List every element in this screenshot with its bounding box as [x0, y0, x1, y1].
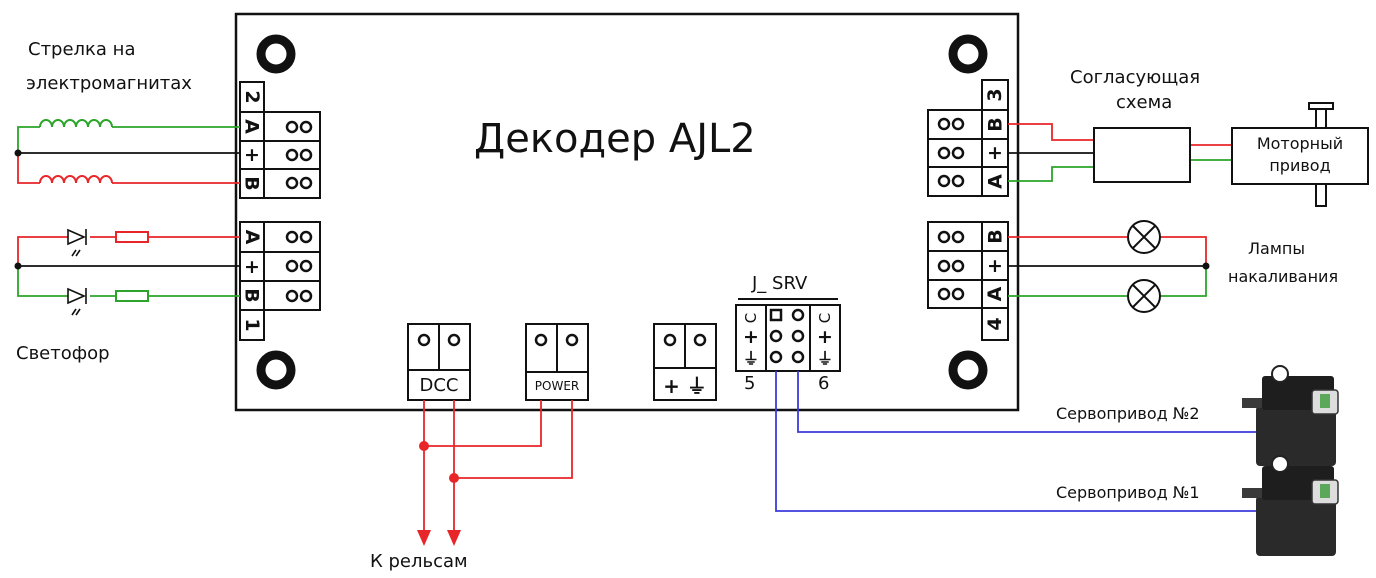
- port-4-number: 4: [984, 317, 1006, 331]
- port-2-number: 2: [241, 90, 263, 104]
- lamps-wiring: [1008, 236, 1210, 297]
- pin-b-label: B: [984, 229, 1006, 244]
- power-label: POWER: [534, 379, 580, 393]
- coil-icon: [39, 119, 113, 128]
- pin-b-label: B: [241, 288, 263, 303]
- jumper-num-6: 6: [818, 373, 830, 394]
- dcc-label: DCC: [419, 374, 459, 396]
- motor-drive-box: [1231, 102, 1369, 207]
- motor-wiring: [1008, 123, 1232, 182]
- jumper-num-5: 5: [744, 373, 756, 394]
- traffic-light-label: Светофор: [16, 343, 110, 364]
- pin-a-label: A: [241, 229, 263, 245]
- matching-circuit-label: Согласующая: [1070, 67, 1201, 88]
- traffic-light-wiring: [14, 236, 240, 297]
- mounting-hole-icon: [256, 350, 296, 390]
- to-rails-label: К рельсам: [370, 551, 468, 572]
- pin-plus-label: +: [987, 142, 1003, 164]
- board-title: Декодер AJL2: [474, 116, 756, 162]
- lamp-icon: [1127, 279, 1161, 313]
- pin-b-label: B: [984, 117, 1006, 132]
- port-1-number: 1: [241, 318, 263, 332]
- ground-icon: ⏚: [742, 349, 759, 368]
- servo-wiring: [775, 371, 1258, 512]
- power-connector: [525, 323, 589, 401]
- turnout-label-line2: электромагнитах: [26, 73, 192, 94]
- dcc-connector: [407, 323, 471, 401]
- servo1-label: Сервопривод №1: [1056, 483, 1200, 502]
- mounting-hole-icon: [256, 34, 296, 74]
- connector-port-1: [239, 221, 321, 341]
- coil-icon: [39, 175, 113, 184]
- matching-circuit-box: [1093, 127, 1191, 183]
- turnout-wiring: [14, 126, 240, 184]
- resistor-icon: [115, 290, 149, 302]
- decoder-board: [234, 12, 1020, 412]
- matching-circuit-label-line2: схема: [1116, 92, 1173, 113]
- jumper-plus-left: +: [743, 326, 759, 348]
- motor-drive-label: Моторный: [1256, 134, 1344, 153]
- connector-port-2: [239, 81, 321, 199]
- ground-connector: [653, 323, 717, 401]
- pin-plus-label: +: [244, 144, 260, 166]
- pin-plus-label: +: [244, 255, 260, 278]
- ground-icon: ⏚: [816, 349, 833, 368]
- led-icon: [67, 228, 87, 257]
- ground-label: + ⏚: [663, 373, 707, 398]
- turnout-label: Стрелка на: [28, 39, 136, 60]
- pin-a-label: A: [241, 119, 263, 134]
- servo2-label: Сервопривод №2: [1056, 404, 1200, 423]
- jumper-label: J_ SRV: [752, 273, 808, 294]
- motor-drive-label-line2: привод: [1269, 156, 1331, 175]
- pin-b-label: B: [241, 176, 263, 191]
- servo-icon: [1242, 365, 1339, 466]
- rail-junction: [419, 441, 429, 451]
- rail-wiring: [423, 400, 573, 534]
- jumper-plus-right: +: [817, 326, 833, 348]
- rail-junction: [449, 473, 459, 483]
- pin-a-label: A: [984, 174, 1006, 189]
- servo-jumper-block: [735, 298, 841, 372]
- mounting-hole-icon: [948, 34, 988, 74]
- port-3-number: 3: [984, 88, 1006, 102]
- connector-port-4: [927, 221, 1009, 341]
- servo-icon: [1242, 455, 1339, 556]
- resistor-icon: [115, 231, 149, 243]
- arrow-down-icon: [447, 530, 461, 546]
- led-icon: [67, 287, 87, 316]
- mounting-hole-icon: [948, 350, 988, 390]
- lamp-icon: [1127, 220, 1161, 254]
- pin-a-label: A: [984, 286, 1006, 302]
- lamps-label-line2: накаливания: [1228, 267, 1339, 286]
- arrow-down-icon: [417, 530, 431, 546]
- lamps-label: Лампы: [1248, 239, 1305, 258]
- pin-plus-label: +: [987, 254, 1003, 277]
